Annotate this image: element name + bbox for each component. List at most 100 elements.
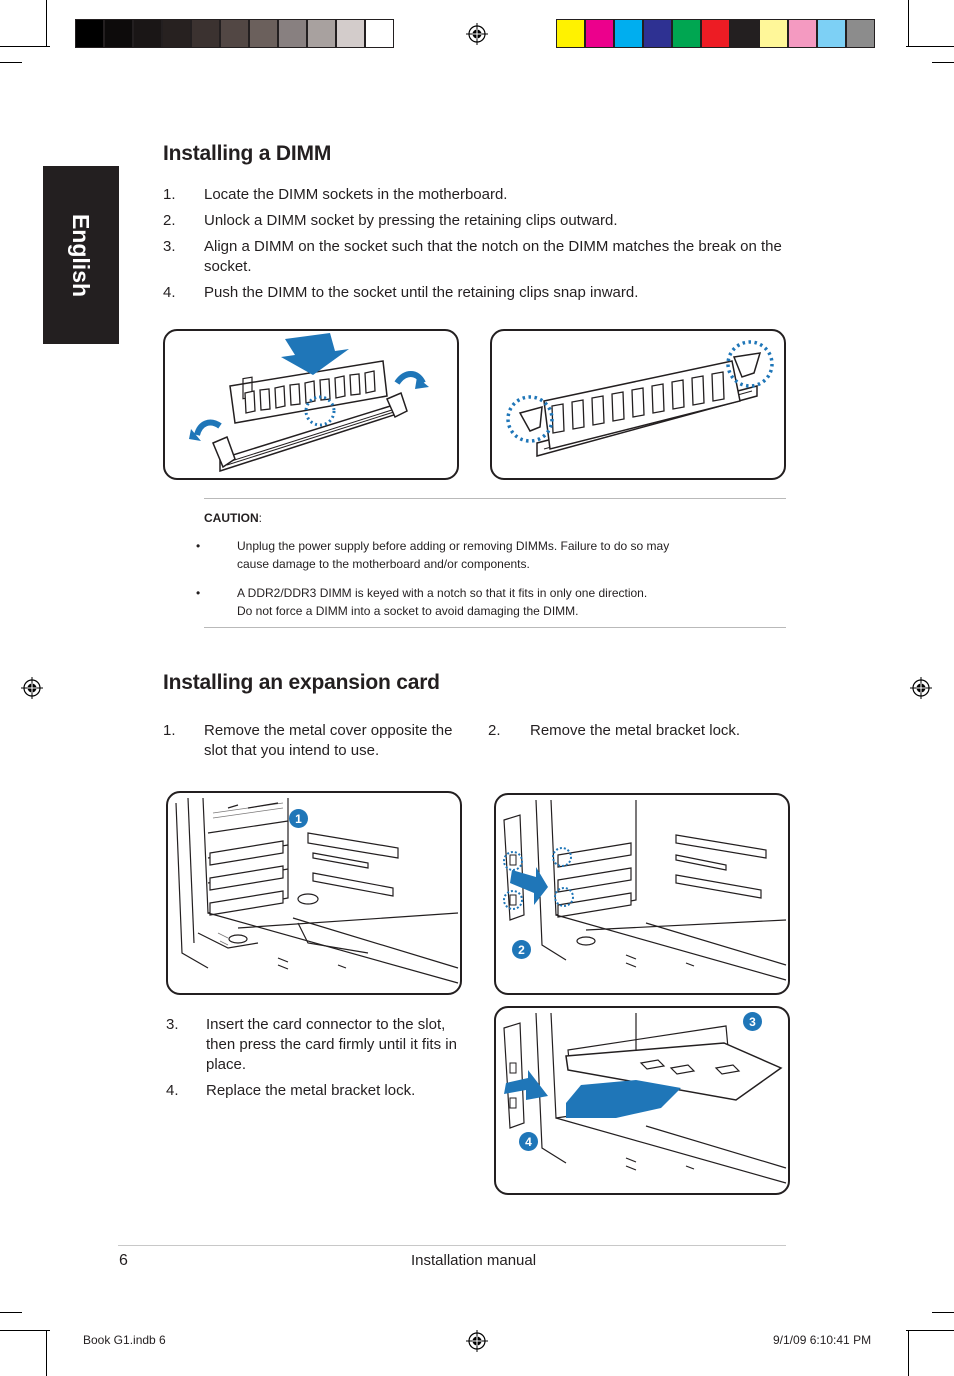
step-number: 4.: [166, 1082, 179, 1099]
color-swatch: [556, 19, 585, 48]
color-swatch: [133, 19, 162, 48]
crop-mark: [0, 1330, 50, 1331]
crop-mark: [908, 0, 909, 46]
step-badge: 1: [289, 809, 308, 828]
expansion-figure-insert-card: 3 4: [494, 1006, 790, 1195]
dimm-unlock-illustration: [189, 333, 429, 473]
bullet: •: [196, 539, 201, 553]
crop-mark: [0, 46, 50, 47]
crop-mark: [932, 1312, 954, 1313]
expansion-figure-remove-bracket: 2: [494, 793, 790, 995]
caution-bottom-rule: [204, 627, 786, 628]
color-swatch: [614, 19, 643, 48]
caution-colon: :: [258, 511, 263, 525]
registration-mark-icon: [466, 1330, 488, 1352]
step-number: 4.: [163, 284, 176, 301]
footer-title: Installation manual: [411, 1252, 537, 1269]
step-badge: 3: [743, 1012, 762, 1031]
crop-mark: [906, 46, 954, 47]
crop-mark: [0, 62, 22, 63]
step-number: 1.: [163, 186, 176, 203]
step-badge: 4: [519, 1132, 538, 1151]
language-tab-label-wrap: English: [43, 166, 119, 344]
crop-mark: [46, 1330, 47, 1376]
step-text: Push the DIMM to the socket until the re…: [204, 284, 639, 301]
dimm-lock-illustration: [506, 340, 774, 457]
dimm-step: 1. Locate the DIMM sockets in the mother…: [163, 185, 793, 205]
page-number: 6: [119, 1252, 128, 1269]
step-text: Align a DIMM on the socket such that the…: [204, 238, 782, 275]
language-tab: [43, 166, 119, 344]
slug-timestamp: 9/1/09 6:10:41 PM: [773, 1333, 872, 1347]
step-text: Insert the card connector to the slot,: [206, 1016, 446, 1033]
crop-mark: [0, 1312, 22, 1313]
chassis-illustration: [175, 797, 459, 984]
language-tab-label: English: [68, 213, 95, 297]
dimm-step: 4. Push the DIMM to the socket until the…: [163, 283, 793, 303]
color-swatch: [75, 19, 104, 48]
expansion-step: 4. Replace the metal bracket lock.: [166, 1081, 466, 1101]
color-swatch: [817, 19, 846, 48]
caution-item: • Unplug the power supply before adding …: [196, 537, 786, 573]
expansion-step: 3. Insert the card connector to the slot…: [166, 1015, 466, 1075]
dimm-step: 2. Unlock a DIMM socket by pressing the …: [163, 211, 793, 231]
crop-mark: [906, 1330, 954, 1331]
caution-heading: CAUTION:: [204, 509, 262, 527]
registration-mark-icon: [910, 677, 932, 699]
color-swatch: [249, 19, 278, 48]
step-text: Remove the metal cover opposite the: [204, 722, 453, 739]
expansion-figure-remove-cover: 1: [166, 791, 462, 995]
step-text: then press the card firmly until it fits…: [206, 1036, 457, 1053]
crop-mark: [932, 62, 954, 63]
color-swatch: [846, 19, 875, 48]
registration-mark-icon: [466, 23, 488, 45]
step-text: Unlock a DIMM socket by pressing the ret…: [204, 212, 618, 229]
dimm-step: 3. Align a DIMM on the socket such that …: [163, 237, 793, 277]
caution-line: A DDR2/DDR3 DIMM is keyed with a notch s…: [237, 586, 648, 600]
expansion-section-title: Installing an expansion card: [163, 671, 440, 694]
caution-line: Unplug the power supply before adding or…: [237, 539, 670, 553]
bullet: •: [196, 586, 201, 600]
footer-rule: [118, 1245, 786, 1246]
step-number: 2.: [488, 722, 501, 739]
caution-line: cause damage to the motherboard and/or c…: [237, 557, 530, 571]
dimm-unlock-figure: [163, 329, 459, 480]
step-text: Remove the metal bracket lock.: [530, 722, 741, 739]
color-swatch: [220, 19, 249, 48]
color-swatch: [701, 19, 730, 48]
color-swatch: [759, 19, 788, 48]
step-text: Replace the metal bracket lock.: [206, 1082, 416, 1099]
expansion-step: 1. Remove the metal cover opposite the s…: [163, 721, 463, 761]
step-number: 3.: [163, 238, 176, 255]
step-badge: 2: [512, 940, 531, 959]
step-number: 3.: [166, 1016, 179, 1033]
step-number: 1.: [163, 722, 176, 739]
caution-item: • A DDR2/DDR3 DIMM is keyed with a notch…: [196, 584, 786, 620]
step-number: 2.: [163, 212, 176, 229]
color-swatch: [730, 19, 759, 48]
crop-mark: [46, 0, 47, 46]
color-swatch: [104, 19, 133, 48]
slug-filename: Book G1.indb 6: [83, 1333, 166, 1347]
color-swatch: [191, 19, 220, 48]
color-swatch: [162, 19, 191, 48]
chassis-card-illustration: [503, 1012, 787, 1184]
color-swatch: [585, 19, 614, 48]
registration-mark-icon: [21, 677, 43, 699]
step-text: Locate the DIMM sockets in the motherboa…: [204, 186, 508, 203]
caution-top-rule: [204, 498, 786, 499]
color-swatch: [788, 19, 817, 48]
color-swatch: [336, 19, 365, 48]
step-text: place.: [206, 1056, 247, 1073]
caution-line: Do not force a DIMM into a socket to avo…: [237, 604, 579, 618]
caution-label: CAUTION: [204, 511, 259, 525]
expansion-step: 2. Remove the metal bracket lock.: [488, 721, 788, 741]
color-swatch: [365, 19, 394, 48]
color-swatch: [643, 19, 672, 48]
color-swatch: [672, 19, 701, 48]
color-swatch: [278, 19, 307, 48]
crop-mark: [908, 1330, 909, 1376]
dimm-lock-figure: [490, 329, 786, 480]
dimm-section-title: Installing a DIMM: [163, 142, 332, 165]
color-swatch: [307, 19, 336, 48]
